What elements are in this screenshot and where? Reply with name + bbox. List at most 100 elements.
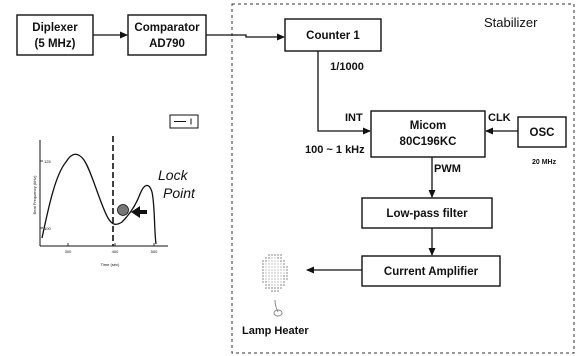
lamp-dot [280,272,282,274]
lamp-dot [274,287,276,289]
lamp-dot [271,260,273,262]
lamp-dot [277,257,279,259]
current-amplifier-block: Current Amplifier [361,255,501,287]
comparator-label-line1: Comparator [134,22,200,34]
lamp-dot [262,269,264,271]
inset-plot: 125 100 300 400 500 Time (sec) Beat Freq… [32,114,199,267]
lamp-dot [277,278,279,280]
lamp-dot [268,272,270,274]
inset-y-axis-label: Beat Frequency (kHz) [32,175,37,215]
lamp-dot [271,281,273,283]
int-range-label: 100 ~ 1 kHz [305,144,365,156]
lamp-dot [277,260,279,262]
lamp-dot [271,263,273,265]
lamp-dot [265,287,267,289]
lamp-dot [277,254,279,256]
lamp-dot [268,287,270,289]
lamp-dot [262,281,264,283]
lamp-dot [271,278,273,280]
counter-to-micom-arrow [317,51,371,135]
lamp-dot [277,272,279,274]
lamp-dot [283,275,285,277]
lamp-dot [277,263,279,265]
counter-label: Counter 1 [306,30,360,42]
lamp-dot [262,275,264,277]
lamp-dot [268,260,270,262]
lamp-dot [274,281,276,283]
lamp-dot [280,266,282,268]
lamp-dot [283,272,285,274]
lamp-heater-illustration [262,254,288,317]
lamp-dot [277,287,279,289]
lamp-dot [280,284,282,286]
lamp-dot [262,278,264,280]
comparator-label-line2: AD790 [149,38,185,50]
lamp-dot [265,272,267,274]
lowpass-filter-block: Low-pass filter [361,197,493,229]
lamp-dot [277,290,279,292]
lamp-dot [283,260,285,262]
lock-point-label-line1: Lock [158,167,189,183]
inset-x-tick-label-3: 500 [151,249,158,254]
lamp-dot [277,269,279,271]
lamp-dot [286,272,288,274]
lamp-dot [280,254,282,256]
lamp-dot [274,269,276,271]
stabilizer-boundary [231,3,575,354]
diplexer-block: Diplexer (5 MHz) [16,14,94,56]
lock-point-label-line2: Point [163,185,196,201]
lamp-dot [283,269,285,271]
inset-x-tick-label-2: 400 [112,249,119,254]
lock-point-marker [117,204,129,216]
lamp-dot [280,278,282,280]
lamp-dot [277,284,279,286]
lowpass-filter-label: Low-pass filter [386,208,468,220]
lamp-dot [271,290,273,292]
lamp-dot [268,275,270,277]
lamp-dot [277,266,279,268]
micom-block: Micom 80C196KC [370,110,486,158]
lamp-dot [271,266,273,268]
micom-label-line1: Micom [410,120,446,132]
diplexer-label-line2: (5 MHz) [35,38,76,50]
lamp-dot [283,278,285,280]
lamp-dot [268,254,270,256]
lamp-dot [262,260,264,262]
lamp-dot [271,269,273,271]
lamp-dot [265,257,267,259]
lamp-dot [262,266,264,268]
inset-y-tick-label-1: 125 [44,159,51,164]
lamp-dot [271,284,273,286]
lamp-dot [262,272,264,274]
lamp-dot [274,284,276,286]
inset-x-axis-label: Time (sec) [101,262,120,267]
lamp-dot [271,254,273,256]
lamp-dot [283,284,285,286]
lamp-dot [268,257,270,259]
inset-x-tick-label-1: 300 [65,249,72,254]
lamp-dot [274,263,276,265]
lamp-dot [274,266,276,268]
lamp-dot [268,278,270,280]
lamp-dot [274,254,276,256]
lamp-dot [280,287,282,289]
lamp-dot [271,257,273,259]
lamp-dot [280,257,282,259]
lamp-dot [271,275,273,277]
lamp-dot [274,257,276,259]
inset-y-tick-label-2: 100 [44,226,51,231]
lamp-dot [265,284,267,286]
lamp-dot [268,266,270,268]
lamp-dot [283,266,285,268]
lamp-dot [274,272,276,274]
lamp-dot [271,272,273,274]
lamp-dot [283,281,285,283]
lamp-dot [277,281,279,283]
lamp-dot [277,275,279,277]
comparator-block: Comparator AD790 [127,14,207,56]
clk-label: CLK [488,112,511,124]
lamp-dot [265,260,267,262]
lamp-dot [268,284,270,286]
lamp-dot [274,290,276,292]
